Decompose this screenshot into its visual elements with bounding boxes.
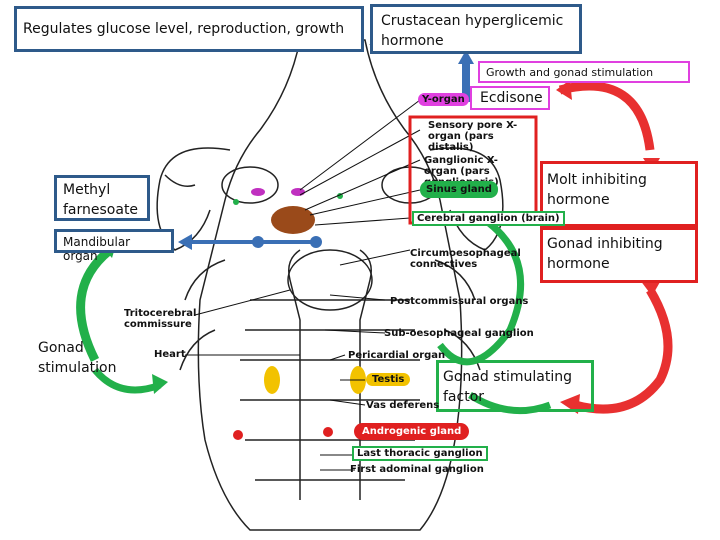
y-organ-label: Y-organ — [418, 93, 469, 106]
ecdisone-label: Ecdisone — [480, 90, 543, 106]
gonad-stim-factor-box: Gonad stimulating factor — [436, 360, 594, 412]
chh-label: Crustacean hyperglicemic hormone — [381, 13, 564, 49]
pericardial-label: Pericardial organ — [348, 350, 446, 361]
ecdisone-box: Ecdisone — [470, 86, 550, 110]
methyl-label: Methyl farnesoate — [63, 182, 139, 218]
growth-gonad-box: Growth and gonad stimulation — [478, 61, 690, 83]
sinus-gland-label: Sinus gland — [420, 181, 498, 198]
brain-blob — [271, 206, 315, 234]
chh-box: Crustacean hyperglicemic hormone — [370, 4, 582, 54]
sensory-pore-label: Sensory pore X-organ (pars distalis) — [428, 120, 518, 153]
last-thoracic-label: Last thoracic ganglion — [352, 446, 488, 461]
testis-label: Testis — [366, 373, 411, 386]
heart-label: Heart — [154, 349, 186, 360]
methyl-box: Methyl farnesoate — [54, 175, 150, 221]
circumoesophageal-label: Circumoesophageal connectives — [410, 248, 521, 270]
tritocerebral-label: Tritocerebral commissure — [124, 308, 197, 330]
first-abdominal-label: First adominal ganglion — [350, 464, 484, 475]
gonad-stimulation-text: Gonad stimulation — [38, 340, 117, 376]
mandibular-box: Mandibular organ — [54, 229, 174, 263]
gonad-inhibiting-label: Gonad inhibiting hormone — [547, 236, 663, 272]
gonad-stim-factor-label: Gonad stimulating factor — [443, 369, 572, 405]
growth-gonad-label: Growth and gonad stimulation — [486, 66, 654, 79]
cerebral-label: Cerebral ganglion (brain) — [412, 211, 565, 226]
mandibular-label: Mandibular organ — [63, 235, 131, 263]
regulates-box: Regulates glucose level, reproduction, g… — [14, 6, 364, 52]
androgenic-label: Androgenic gland — [354, 423, 470, 440]
postcommissural-label: Postcommissural organs — [390, 296, 529, 307]
molt-label: Molt inhibiting hormone — [547, 172, 647, 208]
regulates-label: Regulates glucose level, reproduction, g… — [23, 21, 345, 37]
vas-deferens-label: Vas deferens — [366, 400, 440, 411]
sub-oesophageal-label: Sub-oesophageal ganglion — [384, 328, 534, 339]
molt-box: Molt inhibiting hormone — [540, 161, 698, 227]
gonad-inhibiting-box: Gonad inhibiting hormone — [540, 227, 698, 283]
